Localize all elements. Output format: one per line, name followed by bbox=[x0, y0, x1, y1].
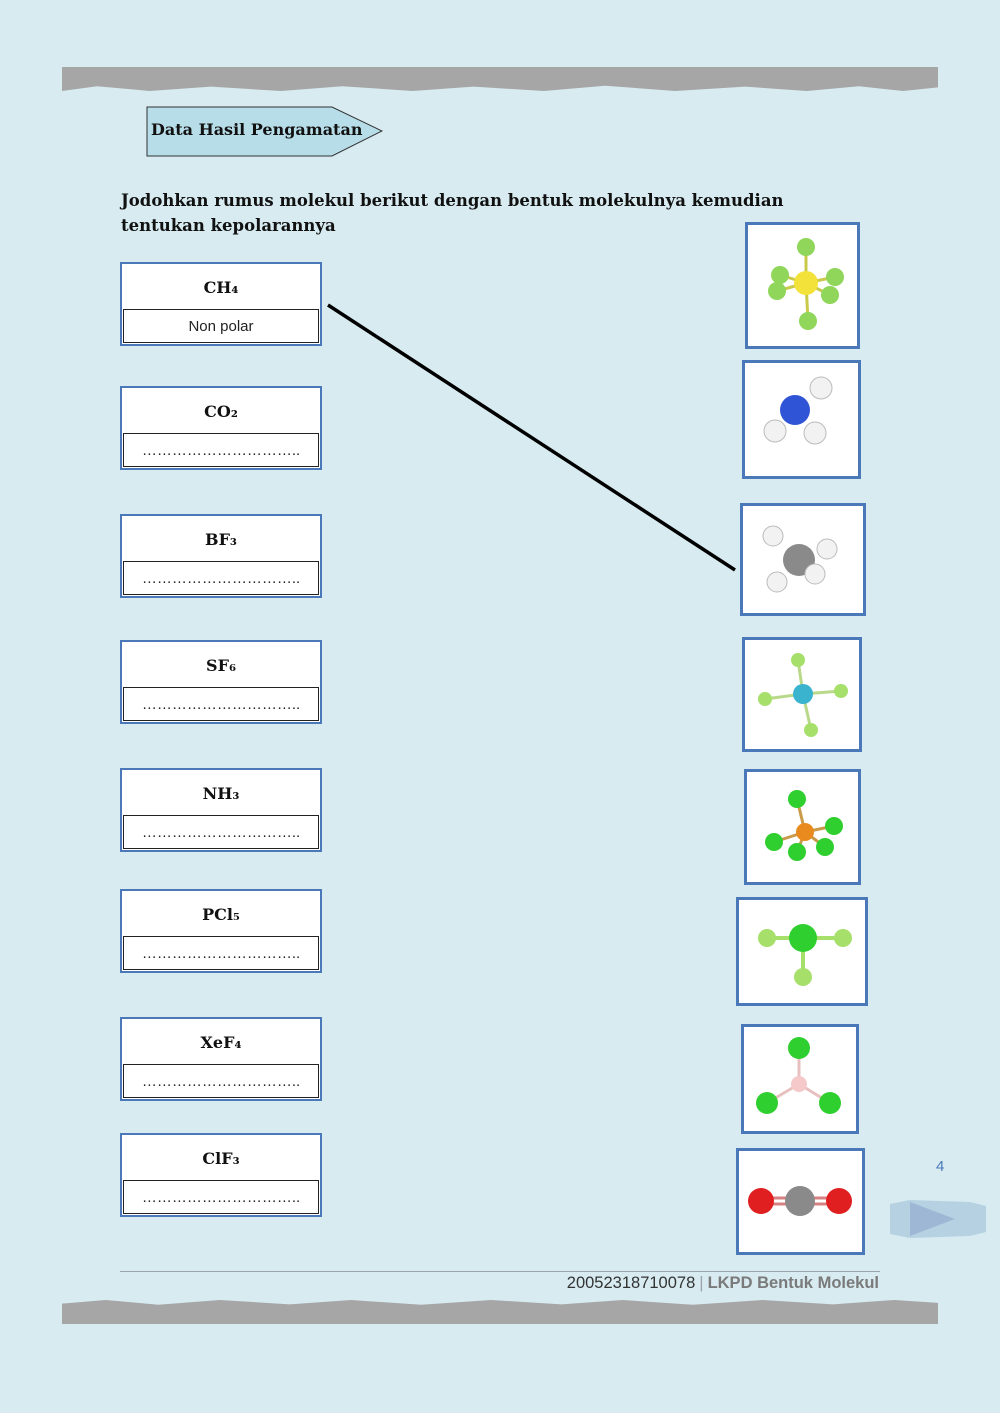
bottom-decorative-band bbox=[62, 1300, 938, 1324]
formula-card-clf3: ClF₃ ………………………….. bbox=[120, 1133, 322, 1217]
polarity-answer-field[interactable]: Non polar bbox=[123, 309, 319, 343]
page-number: 4 bbox=[936, 1158, 945, 1175]
footer-separator: | bbox=[699, 1274, 704, 1292]
formula-card-co2: CO₂ ………………………….. bbox=[120, 386, 322, 470]
formula-label: BF₃ bbox=[205, 529, 237, 549]
formula-label: CH₄ bbox=[203, 277, 239, 297]
footer-title: LKPD Bentuk Molekul bbox=[707, 1274, 879, 1292]
tetrahedral-molecule-icon[interactable] bbox=[740, 503, 866, 616]
polarity-answer-field[interactable]: ………………………….. bbox=[123, 815, 319, 849]
page-arrow-icon bbox=[890, 1200, 986, 1238]
trigonal-pyramidal-molecule-icon[interactable] bbox=[742, 360, 861, 479]
formula-card-xef4: XeF₄ ………………………….. bbox=[120, 1017, 322, 1101]
footer-rule bbox=[120, 1271, 880, 1272]
polarity-answer-field[interactable]: ………………………….. bbox=[123, 1064, 319, 1098]
instruction-text: Jodohkan rumus molekul berikut dengan be… bbox=[121, 191, 784, 235]
trigonal-planar-molecule-icon[interactable] bbox=[741, 1024, 859, 1134]
formula-card-bf3: BF₃ ………………………….. bbox=[120, 514, 322, 598]
polarity-answer-field[interactable]: ………………………….. bbox=[123, 561, 319, 595]
section-tag: Data Hasil Pengamatan bbox=[146, 106, 384, 158]
formula-card-pcl5: PCl₅ ………………………….. bbox=[120, 889, 322, 973]
polarity-answer-field[interactable]: ………………………….. bbox=[123, 687, 319, 721]
formula-label: ClF₃ bbox=[202, 1148, 240, 1168]
polarity-answer-field[interactable]: ………………………….. bbox=[123, 936, 319, 970]
footer: 20052318710078|LKPD Bentuk Molekul bbox=[567, 1274, 879, 1293]
formula-label: NH₃ bbox=[202, 783, 240, 803]
polarity-answer-field[interactable]: ………………………….. bbox=[123, 1180, 319, 1214]
formula-card-sf6: SF₆ ………………………….. bbox=[120, 640, 322, 724]
formula-label: SF₆ bbox=[206, 655, 236, 675]
formula-label: PCl₅ bbox=[202, 904, 240, 924]
linear-molecule-icon[interactable] bbox=[736, 1148, 865, 1255]
section-title: Data Hasil Pengamatan bbox=[151, 120, 363, 139]
polarity-answer-field[interactable]: ………………………….. bbox=[123, 433, 319, 467]
formula-card-ch4: CH₄ Non polar bbox=[120, 262, 322, 346]
formula-label: XeF₄ bbox=[200, 1032, 242, 1052]
footer-id: 20052318710078 bbox=[566, 1274, 696, 1292]
t-shaped-molecule-icon[interactable] bbox=[736, 897, 868, 1006]
formula-card-nh3: NH₃ ………………………….. bbox=[120, 768, 322, 852]
square-planar-molecule-icon[interactable] bbox=[742, 637, 862, 752]
formula-label: CO₂ bbox=[204, 401, 238, 421]
trigonal-bipyramidal-molecule-icon[interactable] bbox=[744, 769, 861, 885]
octahedral-molecule-icon[interactable] bbox=[745, 222, 860, 349]
